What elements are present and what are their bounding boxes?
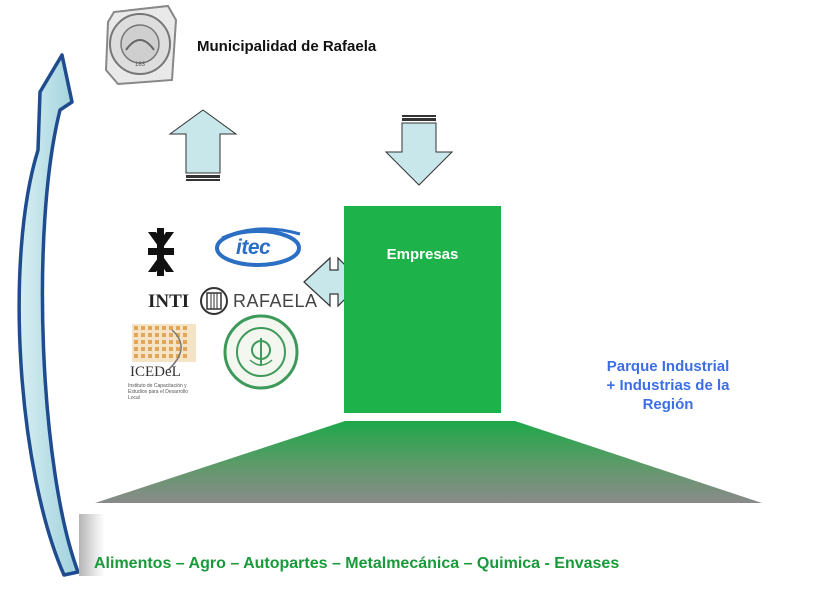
municipality-title: Municipalidad de Rafaela — [197, 38, 377, 55]
industrial-park-label: Parque Industrial + Industrias de la Reg… — [548, 357, 788, 414]
industry-base-trapezoid — [95, 421, 762, 503]
icedel-logo-icon — [132, 324, 196, 371]
industrial-park-line: + Industrias de la — [606, 377, 730, 394]
sectors-text: Alimentos – Agro – Autopartes – Metalmec… — [94, 555, 620, 572]
industrial-park-line: Parque Industrial — [606, 358, 730, 375]
companies-box: Empresas — [344, 206, 501, 413]
utn-logo-icon — [148, 228, 174, 276]
inti-logo-text: INTI — [148, 291, 190, 312]
itec-logo-icon — [215, 227, 301, 267]
curved-arrow-shape — [17, 53, 80, 577]
itec-logo-text: itec — [236, 236, 271, 259]
companies-label: Empresas — [386, 246, 459, 263]
sectors-accent-bar — [79, 514, 105, 576]
industrial-park-line: Región — [642, 396, 694, 413]
industry-chamber-seal-icon — [223, 314, 299, 390]
svg-text:183: 183 — [135, 62, 146, 68]
down-arrow-icon — [384, 115, 454, 186]
municipality-seal-icon: 183 — [104, 4, 178, 86]
up-arrow-icon — [168, 109, 238, 181]
icedel-logo-subtitle: Instituto de Capacitación y Estudios par… — [128, 383, 189, 401]
icedel-logo-text: ICEDeL — [130, 364, 181, 380]
inti-logo-icon — [200, 287, 228, 315]
rafaela-logo-text: RAFAELA — [233, 291, 318, 311]
